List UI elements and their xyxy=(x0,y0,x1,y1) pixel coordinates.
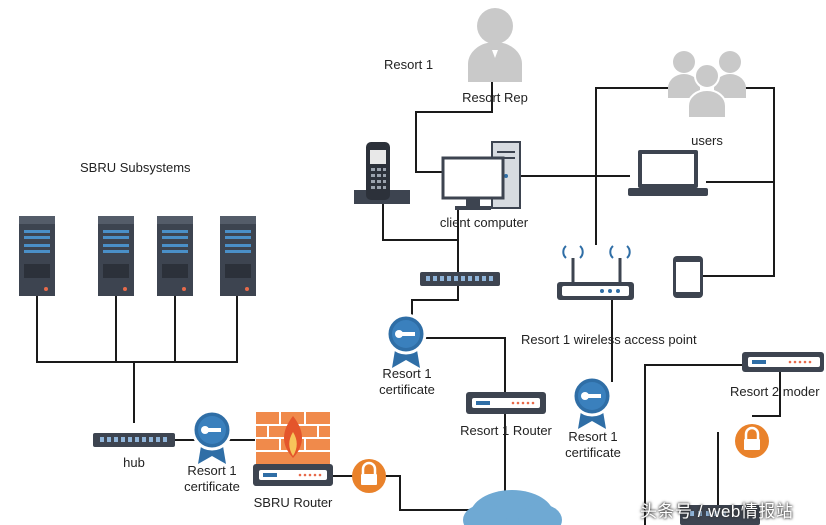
label-cert-left-line2: certificate xyxy=(184,479,240,494)
connection-lines xyxy=(36,82,781,525)
users-group-icon xyxy=(668,51,746,119)
label-cert-right-line1: Resort 1 xyxy=(568,429,618,444)
server-1 xyxy=(19,216,55,296)
laptop-icon xyxy=(628,150,708,196)
certificate-badge-left-icon xyxy=(191,409,233,464)
certificate-badge-right-icon xyxy=(571,375,613,429)
smartphone-icon xyxy=(673,256,703,298)
resort1-router-icon xyxy=(466,392,546,414)
internet-cloud-icon xyxy=(463,490,562,525)
label-cert-right-line2: certificate xyxy=(565,445,621,460)
lock-icon-left xyxy=(352,459,386,493)
wireless-access-point-icon xyxy=(557,245,634,300)
label-resort2-modem: Resort 2 moder xyxy=(730,384,820,399)
server-3 xyxy=(157,216,193,296)
label-sbru-subsystems: SBRU Subsystems xyxy=(80,160,191,175)
firewall-icon xyxy=(256,412,330,464)
client-computer-icon xyxy=(441,141,521,210)
label-sbru-router: SBRU Router xyxy=(253,495,333,510)
bottom-switch-icon xyxy=(680,505,760,525)
hub-icon xyxy=(93,433,175,447)
person-icon xyxy=(468,8,522,82)
lock-icon-right xyxy=(735,424,769,458)
label-resort-rep: Resort Rep xyxy=(462,90,528,105)
label-cert-mid-line2: certificate xyxy=(379,382,435,397)
label-cert-mid-line1: Resort 1 xyxy=(382,366,432,381)
desk-phone-icon xyxy=(354,142,410,204)
resort2-modem-icon xyxy=(742,352,824,372)
label-wireless-access-point: Resort 1 wireless access point xyxy=(521,332,697,347)
switch-icon xyxy=(420,272,500,286)
label-resort1: Resort 1 xyxy=(384,57,434,72)
watermark-text: 头条号 / web情报站 xyxy=(640,502,794,521)
label-client-computer: client computer xyxy=(439,215,529,230)
label-resort1-router: Resort 1 Router xyxy=(460,423,552,438)
label-users: users xyxy=(691,133,723,148)
server-4 xyxy=(220,216,256,296)
label-cert-left-line1: Resort 1 xyxy=(187,463,237,478)
sbru-router-icon xyxy=(253,464,333,486)
certificate-badge-mid-icon xyxy=(385,313,427,368)
server-2 xyxy=(98,216,134,296)
label-hub: hub xyxy=(123,455,145,470)
